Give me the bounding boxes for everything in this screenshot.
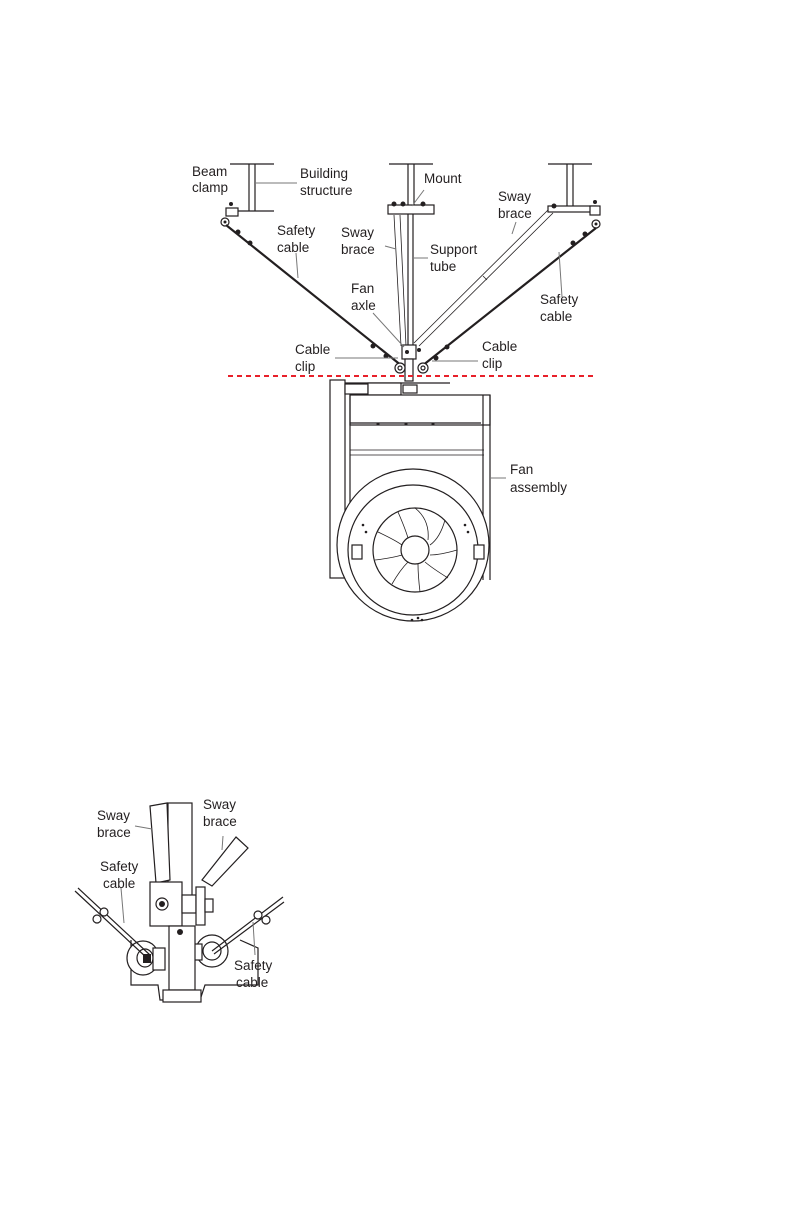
fan-axle (404, 358, 414, 382)
leader-lines (256, 182, 563, 479)
detail-leader-lines (120, 825, 256, 956)
bolt (204, 898, 214, 913)
sway-brace-center (393, 214, 407, 347)
cable-clip-right (253, 910, 271, 925)
sway-brace-right (201, 836, 249, 887)
mount-plate (387, 204, 435, 215)
support-tube (407, 214, 414, 346)
building-beam-center (387, 163, 435, 215)
fan-blades (374, 507, 458, 593)
safety-cable-right (211, 896, 285, 955)
fan-axle (168, 925, 196, 991)
fan-assembly (329, 379, 491, 622)
beam-clamp-left (220, 202, 239, 227)
beam-clamp-right (589, 200, 601, 229)
cable-clip-left (92, 907, 109, 924)
label-mount: Mount (424, 171, 462, 186)
safety-cable-right (421, 227, 597, 367)
building-beam-right (547, 163, 597, 213)
cable-clips-markers (235, 229, 588, 361)
fan-hub (400, 535, 430, 565)
sway-brace-left (149, 802, 171, 884)
safety-cable-left (225, 224, 403, 367)
safety-cable-left (74, 887, 151, 959)
building-beam-left (230, 163, 274, 212)
